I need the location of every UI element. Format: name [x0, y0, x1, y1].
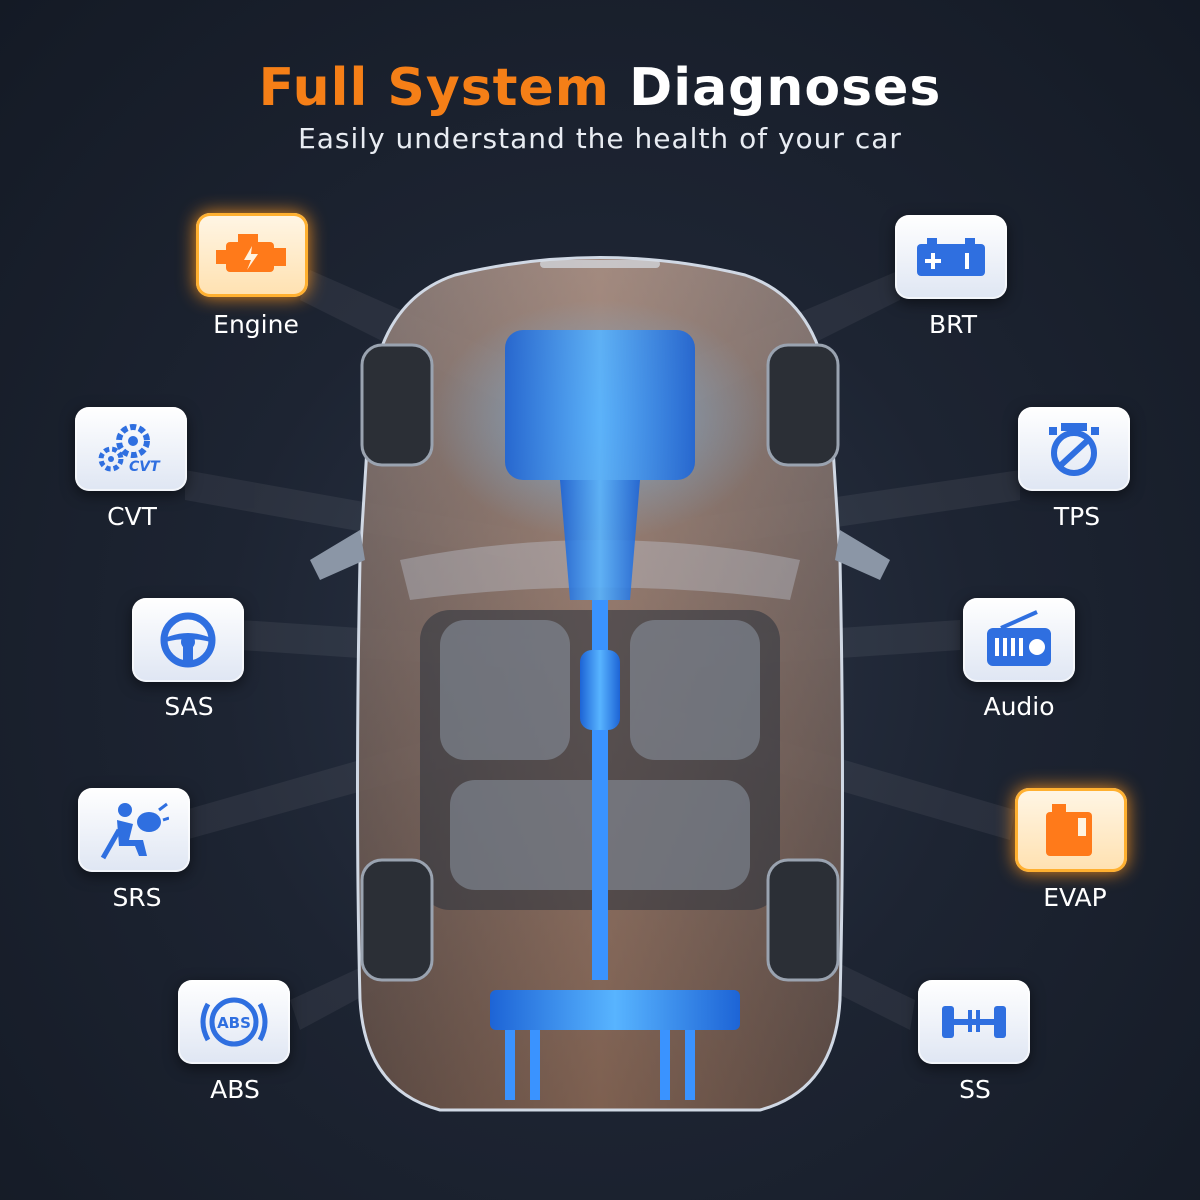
sas-label: SAS [164, 692, 214, 721]
title-main: Diagnoses [629, 58, 942, 118]
abs-icon: ABS [200, 997, 268, 1047]
engine-label: Engine [213, 310, 299, 339]
left-mirror [310, 530, 365, 580]
cvt-label: CVT [107, 502, 157, 531]
abs-label: ABS [210, 1075, 260, 1104]
ss-tile[interactable] [918, 980, 1030, 1064]
steering-wheel-icon [160, 612, 216, 668]
page-title: Full System Diagnoses [0, 58, 1200, 118]
title-accent: Full System [258, 58, 610, 118]
engine-icon [216, 234, 286, 272]
audio-tile[interactable] [963, 598, 1075, 682]
evap-tile[interactable] [1015, 788, 1127, 872]
sas-tile[interactable] [132, 598, 244, 682]
srs-label: SRS [112, 883, 162, 912]
airbag-seat-icon [100, 802, 169, 860]
suspension-axle-icon [942, 1006, 1006, 1038]
battery-icon [917, 238, 985, 276]
seats [440, 620, 760, 890]
fuel-canister-icon [1046, 804, 1092, 856]
svg-text:CVT: CVT [129, 459, 161, 475]
wheels [360, 343, 840, 982]
front-grille [540, 260, 660, 268]
cvt-tile[interactable]: CVT [75, 407, 187, 491]
catalytic-converter [580, 650, 620, 730]
muffler [490, 990, 740, 1030]
page-subtitle: Easily understand the health of your car [298, 122, 902, 155]
ss-label: SS [959, 1075, 991, 1104]
right-mirror [835, 530, 890, 580]
svg-text:ABS: ABS [217, 1014, 251, 1032]
exhaust-pipes [505, 1030, 695, 1100]
tps-label: TPS [1053, 502, 1101, 531]
brt-label: BRT [929, 310, 977, 339]
throttle-sensor-icon [1049, 423, 1099, 476]
cvt-gears-icon: CVT [98, 424, 161, 475]
abs-tile[interactable]: ABS [178, 980, 290, 1064]
audio-label: Audio [983, 692, 1055, 721]
engine-tile[interactable] [196, 213, 308, 297]
evap-label: EVAP [1043, 883, 1107, 912]
radio-icon [987, 610, 1051, 666]
engine-block [505, 330, 695, 480]
srs-tile[interactable] [78, 788, 190, 872]
transmission [560, 480, 640, 600]
brt-tile[interactable] [895, 215, 1007, 299]
tps-tile[interactable] [1018, 407, 1130, 491]
